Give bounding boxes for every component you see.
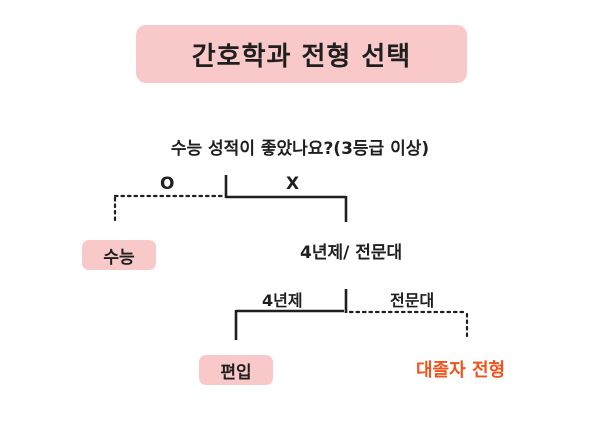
track-question-text: 4년제/ 전문대 <box>300 243 403 263</box>
branch-label-college: 전문대 <box>390 291 435 310</box>
question-text: 수능 성적이 좋았나요?(3등급 이상) <box>170 139 430 159</box>
title-badge: 간호학과 전형 선택 <box>136 25 467 83</box>
result-label-transfer: 편입 <box>220 362 252 383</box>
result-badge-transfer: 편입 <box>199 355 273 385</box>
result-label-graduate: 대졸자 전형 <box>416 360 506 381</box>
result-label-suneung: 수능 <box>103 247 135 268</box>
page-title: 간호학과 전형 선택 <box>191 41 412 72</box>
branch-label-yes: O <box>160 174 175 194</box>
branch-label-4year: 4년제 <box>262 291 303 310</box>
result-badge-suneung: 수능 <box>82 240 156 270</box>
branch-label-no: X <box>286 174 300 194</box>
